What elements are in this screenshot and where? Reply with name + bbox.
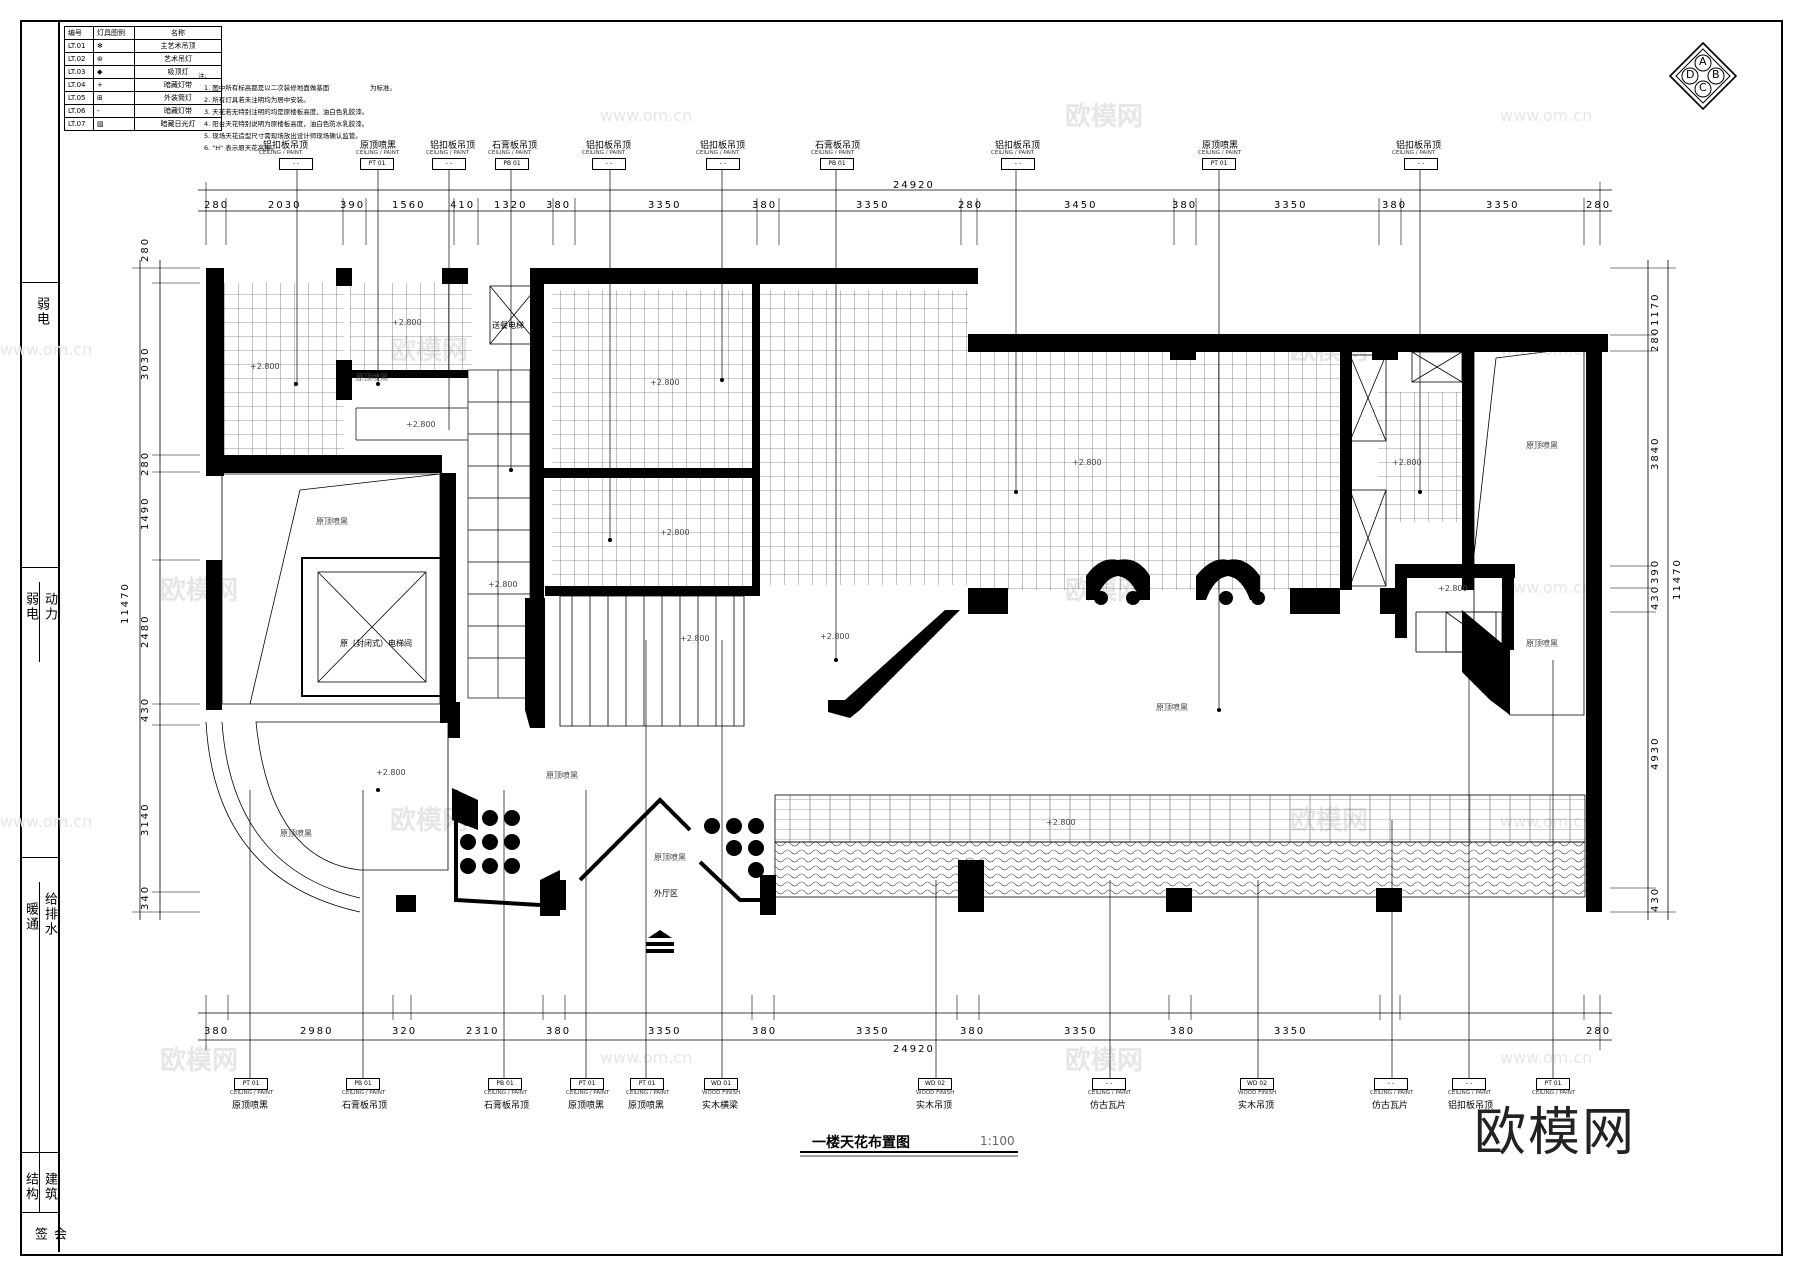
ceiling-height: +2.800 bbox=[650, 378, 680, 387]
inner-border bbox=[58, 20, 1781, 1252]
drawing-scale: 1:100 bbox=[980, 1134, 1015, 1148]
ceiling-height: +2.800 bbox=[1072, 458, 1102, 467]
ceiling-height: +2.800 bbox=[680, 634, 710, 643]
wood-ceiling-strip bbox=[774, 794, 1586, 843]
paint-label: 原顶喷黑 bbox=[316, 517, 348, 526]
paint-label: 原顶喷黑 bbox=[356, 373, 388, 382]
notes-side-text: 为标准。 bbox=[370, 84, 396, 92]
sidebar-power: 动力 bbox=[42, 592, 57, 622]
elevator-room-label: 原（封闭式）电梯间 bbox=[340, 639, 412, 648]
fixture-legend: 编号 灯具图例 名称 LT.01✻主艺术吊顶 LT.02⊛艺术吊灯 LT.03◆… bbox=[64, 26, 222, 131]
sidebar: 弱电 动力 弱电 给排水 暖通 建筑 结构 会签 bbox=[20, 22, 66, 1252]
legend-name: 暗藏日光灯 bbox=[134, 117, 222, 131]
height-markers bbox=[294, 378, 1422, 792]
brand-watermark: 欧模网 bbox=[1474, 1103, 1637, 1163]
sidebar-structure: 结构 bbox=[23, 1172, 38, 1202]
ceiling-height: +2.800 bbox=[1046, 818, 1076, 827]
sidebar-signoff: 会签 bbox=[32, 1227, 66, 1242]
ceiling-height: +2.800 bbox=[488, 580, 518, 589]
ceiling-height: +2.800 bbox=[376, 768, 406, 777]
curved-balcony bbox=[205, 721, 449, 913]
bottom-leader-lines bbox=[249, 640, 1554, 1080]
ceiling-height: +2.800 bbox=[1438, 584, 1468, 593]
ceiling-height: +2.800 bbox=[660, 528, 690, 537]
ceiling-height: +2.800 bbox=[392, 318, 422, 327]
paint-label: 原顶喷黑 bbox=[1526, 639, 1558, 648]
compass-symbol: A B C D bbox=[1668, 41, 1738, 111]
arch-lights bbox=[1094, 591, 1265, 605]
paint-label: 原顶喷黑 bbox=[1526, 441, 1558, 450]
dumbwaiter-label: 送餐电梯 bbox=[492, 321, 524, 330]
entrance-walls bbox=[454, 790, 770, 907]
sidebar-architecture: 建筑 bbox=[42, 1172, 57, 1202]
notes-block: 注: 1. 图中所有标高都是以二次装修地面做基面 2. 所有灯具若未注明均为居中… bbox=[198, 72, 369, 152]
outer-border bbox=[20, 20, 1783, 1256]
sidebar-plumbing: 给排水 bbox=[42, 892, 57, 937]
sidebar-weak-electric: 弱电 bbox=[34, 297, 49, 327]
paint-label: 原顶喷黑 bbox=[654, 853, 686, 862]
drawing-title: 一楼天花布置图 bbox=[812, 1135, 910, 1151]
ceiling-height: +2.800 bbox=[1392, 458, 1422, 467]
overall-dimension-bottom: 24920 bbox=[893, 1044, 935, 1055]
arch-niches bbox=[1086, 559, 1260, 600]
paint-label: 原顶喷黑 bbox=[546, 771, 578, 780]
paint-label: 原顶喷黑 bbox=[280, 829, 312, 838]
overall-dimension-top: 24920 bbox=[893, 180, 935, 191]
legend-name: 艺术吊灯 bbox=[134, 52, 222, 66]
top-dimension-lines bbox=[198, 182, 1612, 245]
sidebar-weak-electric-2: 弱电 bbox=[23, 592, 38, 622]
ceiling-height: +2.800 bbox=[820, 632, 850, 641]
chandelier-cluster-right bbox=[704, 818, 764, 878]
bottom-dimension-lines bbox=[198, 995, 1612, 1050]
chandelier-cluster-left bbox=[460, 810, 520, 874]
right-dimension-lines bbox=[1610, 260, 1676, 920]
left-dimension-lines bbox=[132, 260, 200, 920]
aluminum-grid-ceilings bbox=[222, 283, 1462, 590]
paint-label: 原顶喷黑 bbox=[1156, 703, 1188, 712]
ceiling-height: +2.800 bbox=[406, 420, 436, 429]
wood-beams bbox=[559, 595, 745, 727]
elevator-hall bbox=[221, 473, 443, 705]
outer-hall-label: 外厅区 bbox=[654, 889, 678, 898]
entrance-arrow bbox=[646, 930, 674, 953]
walls bbox=[206, 268, 1608, 916]
sidebar-hvac: 暖通 bbox=[23, 902, 38, 932]
ceiling-height: +2.800 bbox=[250, 362, 280, 371]
tile-ceiling-strip bbox=[774, 841, 1586, 898]
